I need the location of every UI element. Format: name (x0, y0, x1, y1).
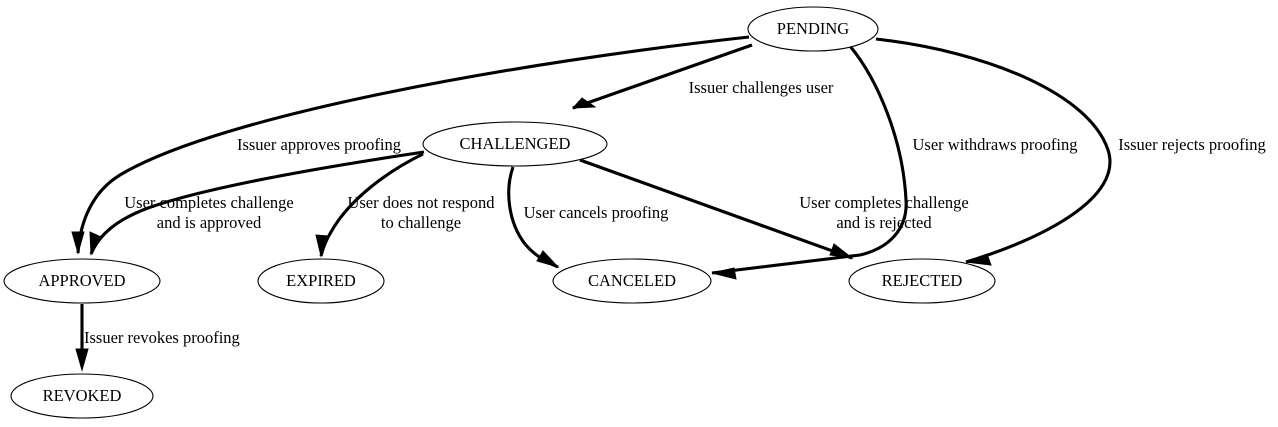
edge-label-pending-approved: Issuer approves proofing (237, 135, 401, 154)
arrowhead-icon (71, 231, 85, 255)
edge-line (89, 150, 425, 255)
arrowhead-icon (315, 234, 329, 258)
edges-layer (71, 35, 1112, 372)
node-label-revoked: REVOKED (43, 386, 122, 405)
node-canceled[interactable]: CANCELED (552, 258, 712, 304)
node-rejected[interactable]: REJECTED (848, 258, 996, 304)
edge-label-challenged-approved-line2: and is approved (157, 213, 262, 232)
edge-pending-challenged (571, 43, 753, 110)
node-ellipse-challenged[interactable] (422, 121, 608, 167)
node-expired[interactable]: EXPIRED (257, 258, 385, 304)
edge-label-challenged-rejected: User completes challenge (799, 193, 969, 212)
node-label-expired: EXPIRED (286, 271, 356, 290)
edge-label-challenged-expired-line2: to challenge (381, 213, 461, 232)
node-revoked[interactable]: REVOKED (10, 373, 154, 419)
node-label-pending: PENDING (777, 19, 849, 38)
edge-challenged-expired (315, 152, 424, 258)
node-ellipse-canceled[interactable] (552, 258, 712, 304)
edge-line (572, 43, 753, 110)
edge-label-challenged-expired: User does not respond (347, 193, 495, 212)
nodes-layer: PENDING CHALLENGED APPROVED EXPIRED CANCELED… (3, 6, 996, 419)
edge-label-challenged-approved: User completes challenge (124, 193, 294, 212)
arrowhead-icon (75, 348, 89, 372)
edge-pending-rejected (875, 37, 1112, 266)
edge-line (579, 158, 853, 260)
node-pending[interactable]: PENDING (747, 6, 879, 52)
arrowhead-icon (965, 253, 992, 266)
edge-line (76, 35, 750, 254)
edge-challenged-canceled (507, 166, 560, 269)
edge-pending-canceled (711, 45, 908, 280)
edge-approved-revoked (75, 304, 89, 372)
node-ellipse-rejected[interactable] (848, 258, 996, 304)
edge-label-pending-rejected: Issuer rejects proofing (1118, 135, 1266, 154)
node-ellipse-expired[interactable] (257, 258, 385, 304)
edge-label-challenged-canceled: User cancels proofing (524, 203, 669, 222)
node-ellipse-approved[interactable] (3, 258, 161, 304)
edge-label-approved-revoked: Issuer revokes proofing (84, 328, 240, 347)
node-label-rejected: REJECTED (882, 271, 963, 290)
edge-line (711, 45, 908, 275)
arrowhead-icon (89, 231, 102, 256)
node-challenged[interactable]: CHALLENGED (422, 121, 608, 167)
edge-pending-approved (71, 35, 750, 255)
node-ellipse-pending[interactable] (747, 6, 879, 52)
node-label-approved: APPROVED (38, 271, 125, 290)
node-approved[interactable]: APPROVED (3, 258, 161, 304)
node-label-canceled: CANCELED (588, 271, 676, 290)
edge-challenged-approved (89, 150, 425, 256)
arrowhead-icon (711, 267, 737, 280)
edge-label-pending-canceled: User withdraws proofing (913, 135, 1078, 154)
edge-line (875, 37, 1112, 264)
edge-label-pending-challenged: Issuer challenges user (689, 78, 834, 97)
arrowhead-icon (536, 250, 560, 268)
node-label-challenged: CHALLENGED (460, 134, 571, 153)
edge-label-challenged-rejected-line2: and is rejected (836, 213, 932, 232)
arrowhead-icon (571, 97, 597, 109)
node-ellipse-revoked[interactable] (10, 373, 154, 419)
